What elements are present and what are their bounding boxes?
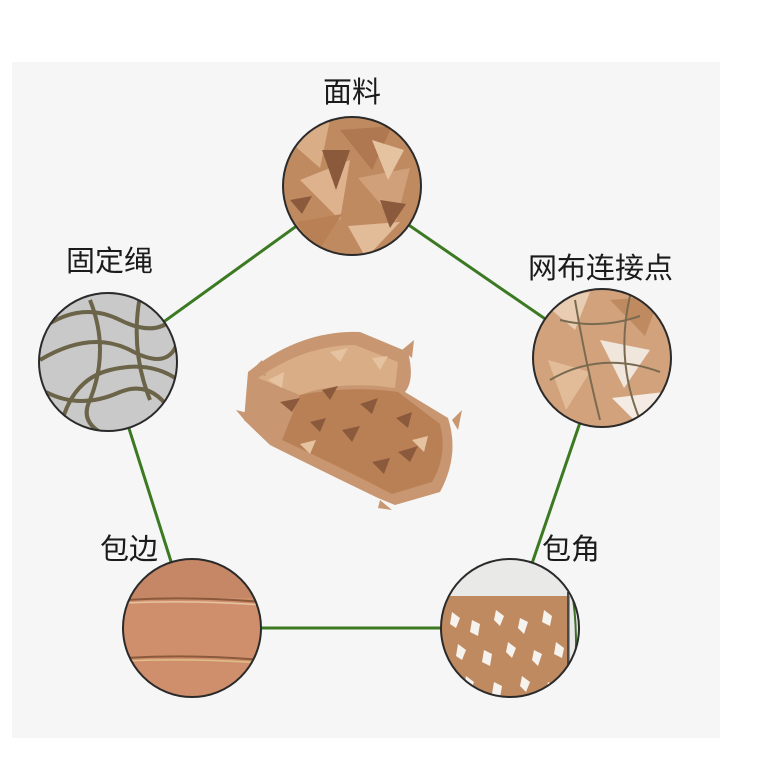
fabric-leaf-closeup xyxy=(282,116,422,256)
folded-camouflage-net xyxy=(236,331,462,510)
node-label-fixing-rope: 固定绳 xyxy=(66,244,154,278)
edge-binding-closeup xyxy=(122,558,262,698)
node-label-fabric: 面料 xyxy=(323,75,382,109)
node-label-mesh-connection: 网布连接点 xyxy=(528,251,674,285)
node-label-edge-binding: 包边 xyxy=(100,532,159,566)
fixing-rope-closeup xyxy=(38,292,178,432)
mesh-connection-closeup xyxy=(532,288,672,428)
node-label-corner-binding: 包角 xyxy=(542,532,601,566)
corner-binding-closeup xyxy=(440,558,580,698)
